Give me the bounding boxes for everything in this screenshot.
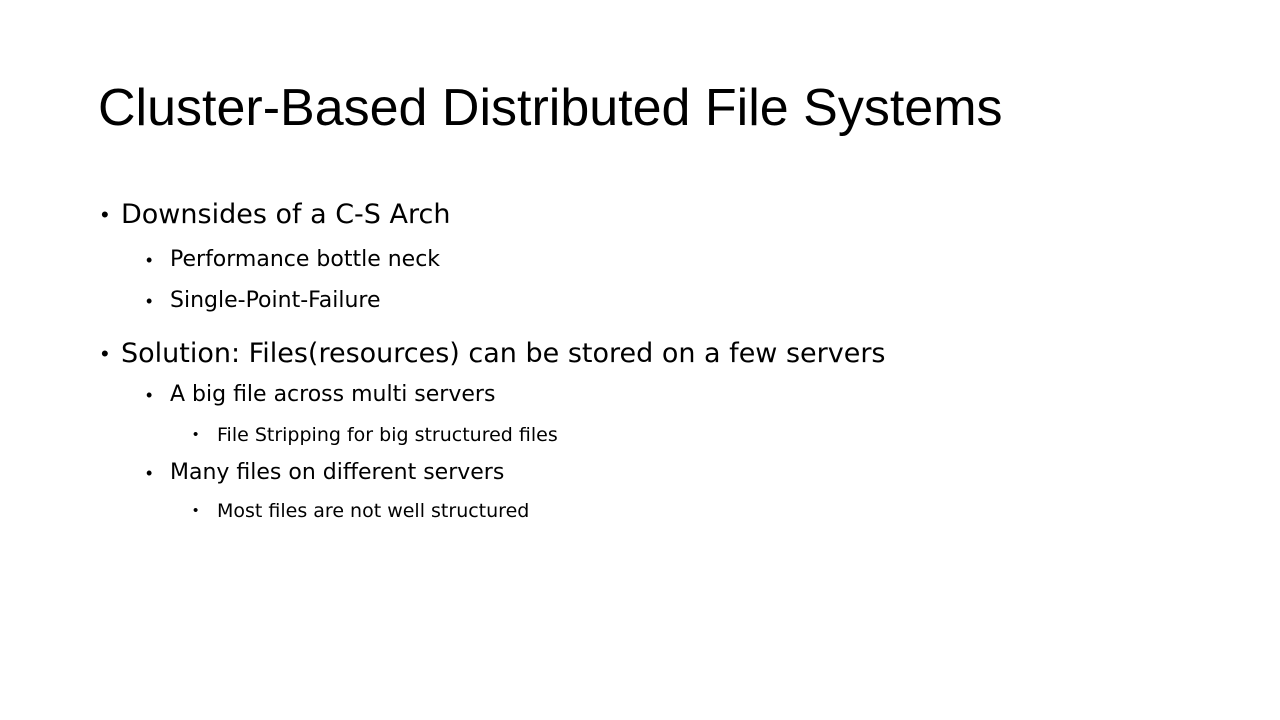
bullet-dot-icon: • bbox=[193, 426, 199, 443]
bullet-item: • Many files on different servers bbox=[146, 459, 505, 487]
bullet-text: Downsides of a C-S Arch bbox=[121, 199, 451, 230]
bullet-item: • Most files are not well structured bbox=[193, 499, 530, 523]
bullet-text: Performance bottle neck bbox=[170, 247, 441, 272]
bullet-text: Many files on different servers bbox=[170, 460, 505, 485]
bullet-item: • Solution: Files(resources) can be stor… bbox=[101, 337, 886, 371]
bullet-dot-icon: • bbox=[146, 385, 153, 405]
bullet-item: • Downsides of a C-S Arch bbox=[101, 198, 451, 232]
bullet-dot-icon: • bbox=[146, 291, 153, 311]
bullet-item: • A big file across multi servers bbox=[146, 381, 496, 409]
bullet-text: File Stripping for big structured files bbox=[217, 424, 558, 446]
bullet-text: Solution: Files(resources) can be stored… bbox=[121, 338, 886, 369]
bullet-dot-icon: • bbox=[146, 463, 153, 483]
slide-title: Cluster-Based Distributed File Systems bbox=[98, 79, 1003, 137]
bullet-text: Most files are not well structured bbox=[217, 500, 530, 522]
bullet-text: Single-Point-Failure bbox=[170, 288, 381, 313]
bullet-dot-icon: • bbox=[193, 502, 199, 519]
bullet-dot-icon: • bbox=[146, 250, 153, 270]
bullet-item: • File Stripping for big structured file… bbox=[193, 423, 558, 447]
bullet-item: • Performance bottle neck bbox=[146, 246, 441, 274]
bullet-item: • Single-Point-Failure bbox=[146, 287, 381, 315]
bullet-dot-icon: • bbox=[101, 341, 109, 366]
bullet-text: A big file across multi servers bbox=[170, 382, 496, 407]
bullet-dot-icon: • bbox=[101, 202, 109, 227]
